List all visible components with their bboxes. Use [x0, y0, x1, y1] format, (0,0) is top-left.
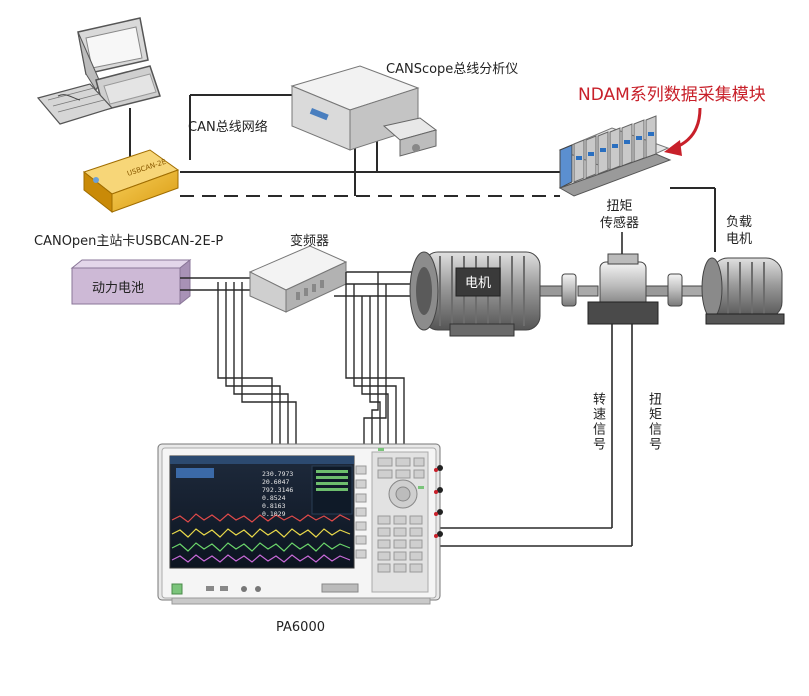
canscope-analyzer	[290, 65, 438, 157]
load-motor-label: 负载 电机	[726, 214, 752, 248]
load-motor	[701, 257, 785, 325]
torque-sensor-label-line1: 扭矩	[606, 199, 633, 214]
torque-sensor-label-line2: 传感器	[600, 216, 640, 231]
battery-label: 动力电池	[92, 281, 145, 296]
can-network-label: CAN总线网络	[188, 120, 268, 135]
readout-5: 0.8163	[262, 502, 286, 510]
ndam-arrow-head	[664, 140, 682, 156]
power-battery	[70, 258, 192, 306]
pa6000-label: PA6000	[276, 620, 325, 635]
canscope-label: CANScope总线分析仪	[386, 62, 519, 77]
screen-readouts: 230.7973 20.6047 792.3146 0.8524 0.8163 …	[262, 470, 293, 518]
inverter	[248, 245, 348, 313]
measurement-bundle	[217, 272, 405, 444]
speed-signal-label: 转速信号	[590, 392, 605, 452]
usbcan-device: USBCAN-2E	[82, 149, 180, 214]
inverter-label: 变频器	[290, 234, 330, 249]
load-motor-label-line2: 电机	[726, 232, 753, 247]
signal-wiring	[440, 324, 633, 547]
readout-4: 0.8524	[262, 494, 286, 502]
torque-signal-label: 扭矩信号	[646, 392, 661, 452]
torque-sensor-label: 扭矩 传感器	[600, 198, 639, 232]
torque-sensor	[587, 232, 669, 325]
readout-6: 0.1029	[262, 510, 286, 518]
power-wiring	[180, 271, 418, 297]
load-motor-label-line1: 负载	[726, 215, 753, 230]
master-card-label: CANOpen主站卡USBCAN-2E-P	[34, 234, 224, 249]
readout-2: 20.6047	[262, 478, 289, 486]
readout-1: 230.7973	[262, 470, 293, 478]
computer-icon	[36, 17, 161, 125]
motor	[409, 251, 563, 337]
shaft-couplings	[561, 273, 713, 307]
ndam-label: NDAM系列数据采集模块	[578, 85, 766, 105]
ndam-modules	[558, 115, 672, 197]
pa6000-analyzer	[157, 443, 443, 605]
can-bus-wiring	[129, 94, 716, 252]
motor-label: 电机	[465, 276, 491, 291]
readout-3: 792.3146	[262, 486, 293, 494]
